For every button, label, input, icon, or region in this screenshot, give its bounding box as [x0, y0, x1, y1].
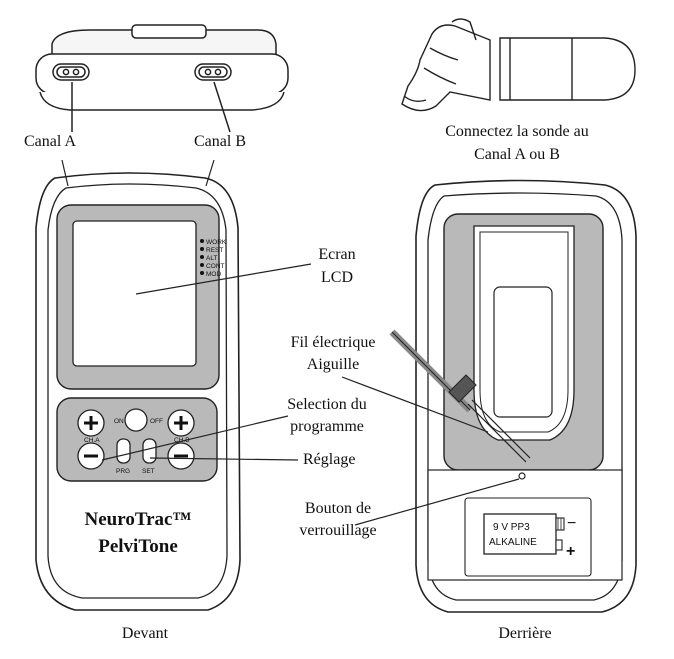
connect-probe-line1: Connectez la sonde au	[445, 123, 589, 140]
status-rest: REST	[206, 247, 223, 254]
ch-b-plus-button	[167, 409, 195, 437]
device-front-view: WORK REST ALT CONT MOD ON OFF CH.A	[35, 159, 241, 611]
svg-text:ALKALINE: ALKALINE	[489, 537, 537, 548]
program-selection-label-line2: programme	[290, 418, 364, 435]
set-label: SET	[142, 468, 155, 475]
front-view-caption: Devant	[121, 625, 169, 642]
device-back-view: 9 V PP3 ALKALINE − +	[415, 179, 637, 613]
connect-probe-line2: Canal A ou B	[474, 146, 560, 163]
status-cont: CONT	[206, 263, 224, 270]
canal-a-label: Canal A	[24, 133, 76, 150]
prg-label: PRG	[116, 468, 130, 475]
status-work: WORK	[206, 239, 227, 246]
ch-b-label: CH.B	[174, 437, 190, 444]
status-mod: MOD	[206, 271, 221, 278]
locking-button-label-line2: verrouillage	[299, 522, 377, 539]
brand-name-line1: NeuroTrac™	[84, 509, 192, 530]
callout-lines	[101, 263, 520, 526]
device-top-view	[35, 24, 289, 133]
ch-a-label: CH.A	[84, 437, 100, 444]
ch-b-minus-button	[167, 442, 195, 470]
canal-b-label: Canal B	[194, 133, 246, 150]
needle-wire-label-line1: Fil électrique	[290, 334, 376, 351]
svg-text:OFF: OFF	[150, 418, 163, 425]
lcd-screen	[72, 220, 197, 367]
lcd-label-line1: Ecran	[318, 246, 356, 263]
svg-text:ON: ON	[114, 418, 124, 425]
back-view-caption: Derrière	[498, 625, 552, 642]
svg-text:−: −	[567, 515, 576, 532]
setting-label: Réglage	[303, 451, 356, 468]
battery-9v: 9 V PP3 ALKALINE − +	[483, 513, 576, 560]
status-indicator-list: WORK REST ALT CONT MOD	[200, 239, 227, 278]
status-alt: ALT	[206, 255, 217, 262]
needle-wire-label-line2: Aiguille	[306, 356, 360, 373]
prg-button	[116, 438, 131, 464]
locking-button	[518, 472, 526, 480]
set-button	[142, 438, 157, 464]
svg-text:9 V PP3: 9 V PP3	[493, 522, 530, 533]
svg-text:+: +	[566, 543, 575, 560]
channel-b-socket	[194, 63, 232, 81]
channel-a-socket	[52, 63, 90, 81]
needle-wire	[389, 329, 531, 463]
on-off-button: ON OFF	[114, 408, 163, 432]
lcd-label-line2: LCD	[321, 269, 353, 286]
ch-a-plus-button	[77, 409, 105, 437]
ch-a-minus-button	[77, 442, 105, 470]
program-selection-label-line1: Selection du	[287, 396, 367, 413]
locking-button-label-line1: Bouton de	[304, 500, 372, 517]
probe-illustration	[401, 18, 636, 112]
brand-name-line2: PelviTone	[98, 536, 178, 557]
